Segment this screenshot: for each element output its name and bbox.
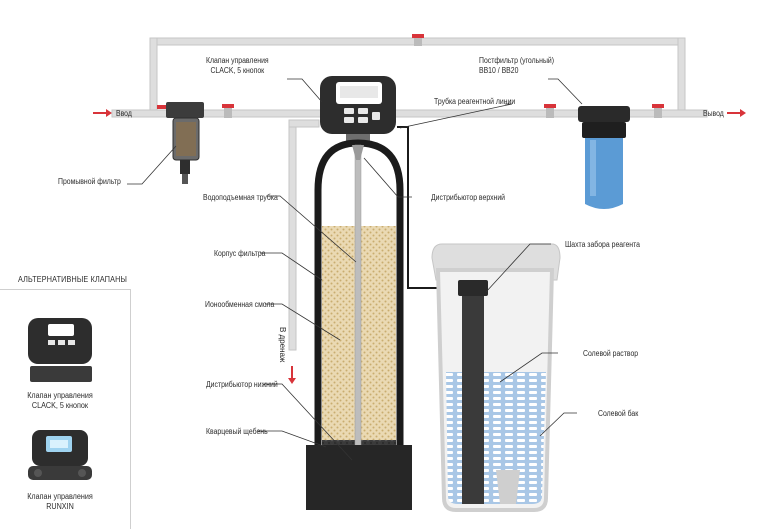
outlet-label: Вывод [703,109,724,118]
reagent-shaft-label: Шахта забора реагента [565,240,640,249]
drain-arrow [288,366,296,384]
reagent-line-label: Трубка реагентной линии [434,97,516,106]
reagent-line [397,126,462,289]
alternatives-title: АЛЬТЕРНАТИВНЫЕ КЛАПАНЫ [18,275,128,284]
filter-vessel [306,139,412,510]
upper-distributor-label: Дистрибьютор верхний [431,193,506,202]
control-valve-head [320,76,396,142]
inlet-arrow [93,109,112,117]
brine-tank [431,243,561,512]
outlet-valve-icon [652,104,664,118]
clack-valve-icon [28,318,92,382]
brine-solution [446,372,546,504]
inlet-label: Ввод [116,109,132,118]
alt-clack-caption: Клапан управления CLACK, 5 кнопок [27,391,93,410]
drain-label: В дренаж [278,327,287,363]
ball-valves [157,34,664,118]
alt-runxin-caption: Клапан управления RUNXIN [27,492,93,511]
flush-filter-icon [166,102,204,184]
ion-resin-label: Ионообменная смола [205,300,275,309]
inlet-valve-icon [222,104,234,118]
control-valve-label: Клапан управления CLACK, 5 кнопок [206,56,269,75]
reagent-shaft [462,282,484,504]
brine-solution-label: Солевой раствор [583,349,639,358]
bypass-valve-icon [412,34,424,46]
runxin-valve-icon [28,430,92,480]
upper-distributor-icon [352,145,364,160]
brine-tank-label: Солевой бак [598,409,639,418]
pre-postfilter-valve-icon [544,104,556,118]
postfilter-label: Постфильтр (угольный) BB10 / BB20 [479,56,555,75]
inlet-valve-left-icon [157,105,166,109]
riser-tube-label: Водоподъемная трубка [203,193,278,202]
outlet-arrow [727,109,746,117]
lower-distributor-label: Дистрибьютор нижний [206,380,278,389]
postfilter-icon [578,106,630,209]
alternatives-panel [0,289,131,529]
filter-body-label: Корпус фильтра [214,249,266,258]
quartz-gravel-label: Кварцевый щебень [206,427,268,436]
flush-filter-label: Промывной фильтр [58,177,121,186]
leader-lines [127,78,583,461]
riser-tube [354,144,362,456]
